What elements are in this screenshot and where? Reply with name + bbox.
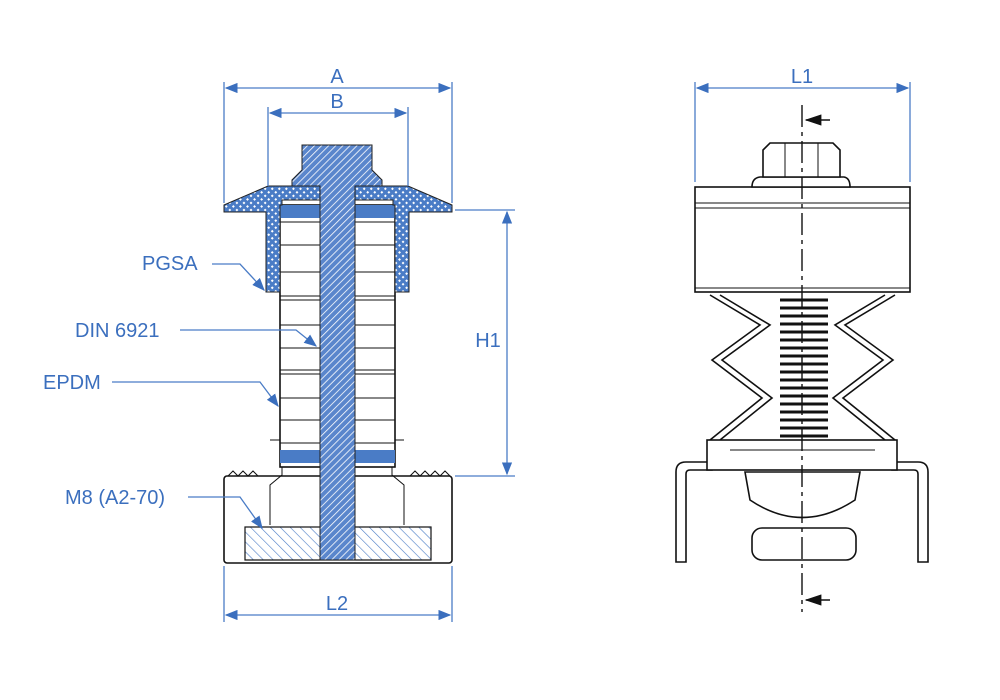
callout-m8: M8 (A2-70)	[65, 487, 165, 509]
section-view	[223, 144, 453, 564]
dimension-a-label: A	[330, 66, 344, 88]
bellows-right	[831, 294, 896, 441]
rod-threads	[780, 298, 828, 446]
callout-din-6921: DIN 6921	[75, 320, 160, 342]
bellows-left	[709, 294, 774, 441]
dimension-b-label: B	[330, 91, 343, 113]
flange-nut	[751, 176, 851, 188]
callout-pgsa: PGSA	[142, 253, 198, 275]
bolt	[291, 144, 383, 561]
dimension-lines-right	[694, 82, 911, 182]
dimension-h1-label: H1	[475, 330, 501, 352]
dimension-lines-left	[112, 82, 515, 622]
dimension-l2-label: L2	[326, 593, 348, 615]
side-view	[675, 105, 929, 612]
callout-epdm: EPDM	[43, 372, 101, 394]
knob	[751, 527, 857, 561]
dimension-l1-label: L1	[791, 66, 813, 88]
